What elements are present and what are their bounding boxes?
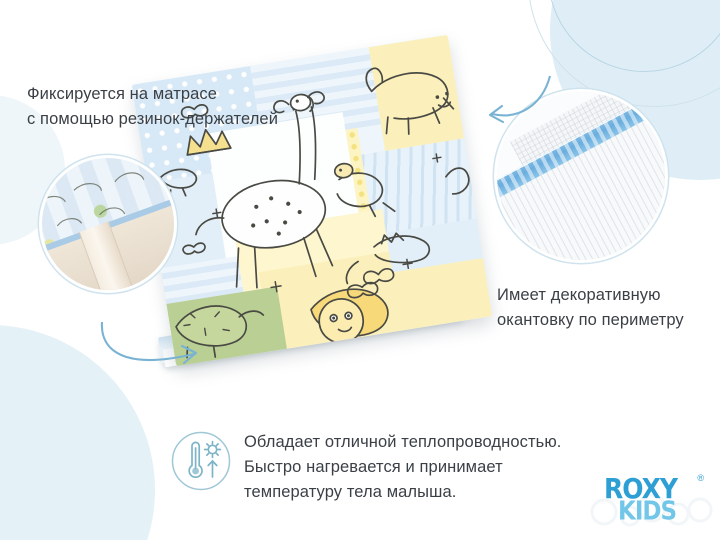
logo-text-roxy: ROXY: [604, 472, 678, 505]
thermometer-sun-icon: [171, 431, 231, 491]
logo-registered-mark: ®: [697, 473, 704, 483]
product-animal-artwork: [148, 67, 470, 359]
product-image: [131, 34, 507, 403]
logo-bubbles-watermark: [590, 494, 713, 527]
product-surface: [131, 34, 493, 367]
logo-text-kids: KIDS: [618, 497, 677, 527]
photo-inset-edging: [497, 92, 665, 260]
feature-text-heat: Обладает отличной теплопроводностью. Быс…: [244, 433, 562, 501]
decor-circle-bottom-left: [0, 325, 155, 540]
brand-logo: ROXY KIDS ®: [590, 472, 713, 528]
photo-inset-strap: [42, 158, 174, 290]
feature-text-edging: Имеет декоративную окантовку по периметр…: [497, 286, 684, 329]
feature-text-strap: Фиксируется на матрасе с помощью резинок…: [27, 85, 279, 128]
